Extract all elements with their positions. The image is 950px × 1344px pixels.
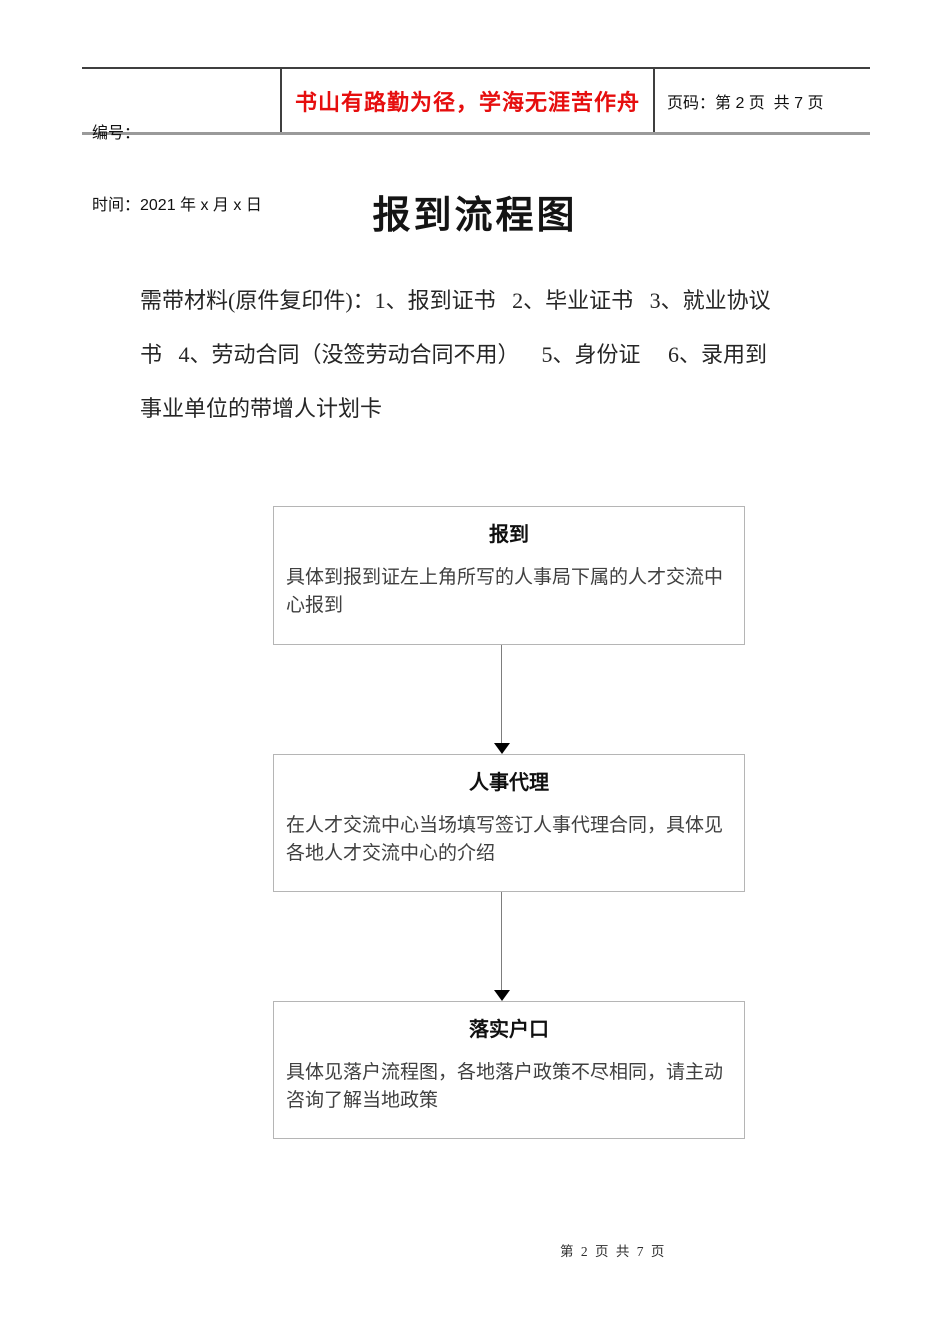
header-id-line: 编号：	[92, 125, 141, 142]
flow-node-renshidaili: 人事代理 在人才交流中心当场填写签订人事代理合同，具体见各地人才交流中心的介绍	[273, 754, 745, 892]
flow-node-title: 报到	[489, 524, 529, 546]
header-motto-text: 书山有路勤为径，学海无涯苦作舟	[294, 89, 640, 115]
flow-node-body: 具体见落户流程图，各地落户政策不尽相同，请主动咨询了解当地政策	[286, 1062, 724, 1111]
header-table: 编号： 时间：2021 年 x 月 x 日 书山有路勤为径，学海无涯苦作舟 页码…	[82, 67, 870, 214]
page-footer: 第 2 页 共 7 页	[560, 1244, 667, 1259]
header-page-number-text: 页码：第 2 页 共 7 页	[667, 94, 824, 112]
flow-node-body: 在人才交流中心当场填写签订人事代理合同，具体见各地人才交流中心的介绍	[286, 815, 724, 864]
flow-node-luoshihukou: 落实户口 具体见落户流程图，各地落户政策不尽相同，请主动咨询了解当地政策	[273, 1001, 745, 1139]
flow-node-baodao: 报到 具体到报到证左上角所写的人事局下属的人才交流中心报到	[273, 506, 745, 645]
flow-arrow	[494, 645, 510, 754]
flow-node-body: 具体到报到证左上角所写的人事局下属的人才交流中心报到	[286, 567, 724, 616]
header-cell-id-date: 编号： 时间：2021 年 x 月 x 日	[82, 69, 280, 214]
flow-node-title: 人事代理	[469, 772, 549, 794]
header-cell-motto: 书山有路勤为径，学海无涯苦作舟	[280, 69, 655, 132]
arrow-down-icon	[494, 743, 510, 754]
arrow-line	[501, 645, 502, 743]
page-title: 报到流程图	[372, 195, 578, 237]
arrow-line	[501, 892, 502, 990]
flow-arrow	[494, 892, 510, 1001]
intro-paragraph: 需带材料(原件复印件)：1、报到证书 2、毕业证书 3、就业协议 书 4、劳动合…	[140, 286, 771, 448]
paragraph-line: 需带材料(原件复印件)：1、报到证书 2、毕业证书 3、就业协议	[140, 288, 771, 313]
header-cell-page-number: 页码：第 2 页 共 7 页	[655, 69, 870, 132]
flow-node-title: 落实户口	[469, 1019, 549, 1041]
arrow-down-icon	[494, 990, 510, 1001]
paragraph-line: 事业单位的带增人计划卡	[140, 396, 383, 421]
paragraph-line: 书 4、劳动合同（没签劳动合同不用） 5、身份证 6、录用到	[140, 342, 768, 367]
header-date-line: 时间：2021 年 x 月 x 日	[92, 197, 262, 214]
